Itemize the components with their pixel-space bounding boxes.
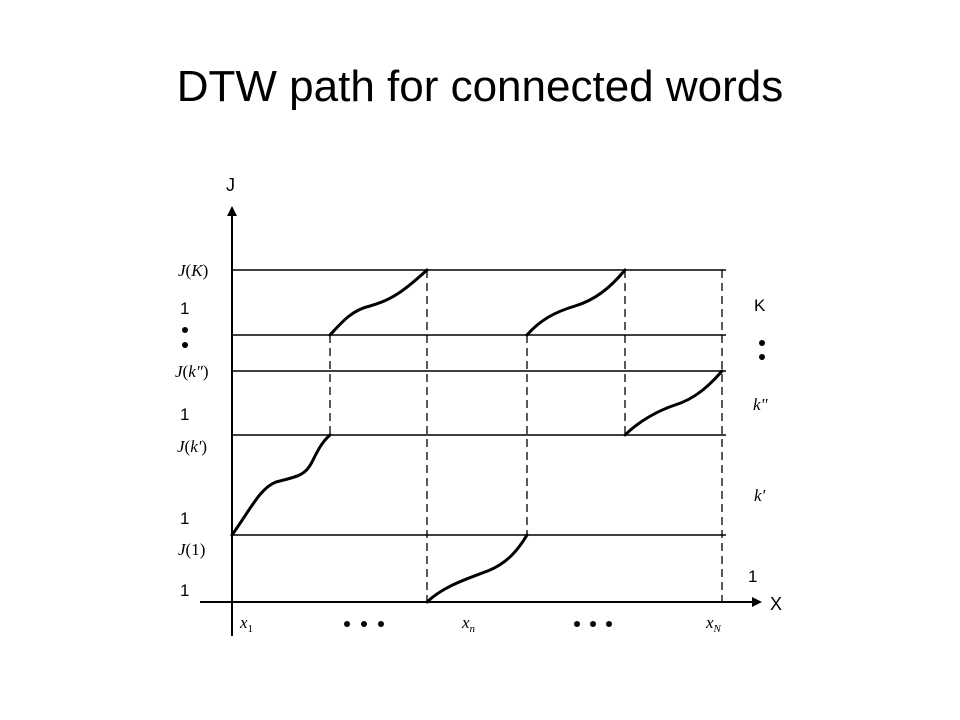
path-segment-word-4 (525, 268, 627, 337)
slide-title: DTW path for connected words (176, 62, 784, 111)
y-label-one-b: 1 (180, 405, 189, 424)
x-label-xn: xn (461, 613, 476, 635)
x-ellipsis-dot (606, 621, 612, 627)
x-ellipsis-dot (361, 621, 367, 627)
path-segment-word-3 (425, 533, 529, 604)
y-label-jk1: J(k') (177, 437, 207, 456)
y-axis-name: J (226, 175, 235, 195)
right-label-k1: k' (754, 486, 766, 505)
x-ellipsis-dot (590, 621, 596, 627)
y-label-one-c: 1 (180, 509, 189, 528)
right-ellipsis-dot (759, 354, 765, 360)
x-axis-name: X (770, 594, 782, 614)
x-ellipsis-dot (344, 621, 350, 627)
y-label-one-d: 1 (180, 581, 189, 600)
path-segment-word-5 (623, 369, 724, 437)
x-ellipsis-dot (378, 621, 384, 627)
warping-paths (230, 268, 724, 604)
right-label-k2: k" (753, 395, 769, 414)
right-ellipsis-dot (759, 340, 765, 346)
y-label-jk2: J(k") (175, 362, 209, 381)
dashed-verticals (329, 270, 723, 602)
ellipsis-dot (182, 342, 188, 348)
ellipsis-dot (182, 327, 188, 333)
x-ellipsis-dot (574, 621, 580, 627)
y-label-one-a: 1 (180, 299, 189, 318)
right-label-one: 1 (748, 567, 757, 586)
right-label-K: K (754, 296, 766, 315)
y-label-j1: J(1) (178, 540, 205, 559)
x-label-x1: x1 (239, 613, 253, 635)
path-segment-word-2 (328, 268, 429, 337)
path-segment-word-1 (230, 433, 332, 537)
y-label-jK: J(K) (178, 261, 208, 280)
horizontal-lines (232, 269, 726, 536)
x-label-xN: xN (705, 613, 722, 635)
